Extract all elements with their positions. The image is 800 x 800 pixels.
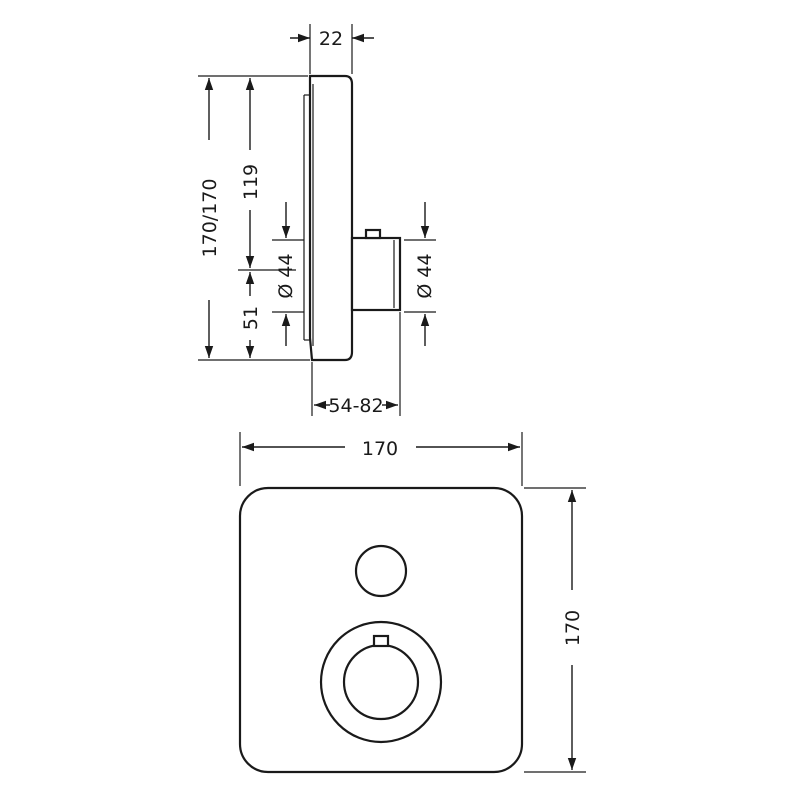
front-view: 170 170 (238, 432, 586, 774)
dim-diameter-right: Ø 44 (414, 253, 436, 298)
dim-22: 22 (319, 28, 343, 50)
dim-54-82: 54-82 (328, 395, 383, 417)
dim-width-170: 170 (362, 438, 398, 460)
dim-170-170: 170/170 (199, 179, 221, 258)
cover-plate-side (308, 74, 354, 362)
dim-diameter-left: Ø 44 (275, 253, 297, 298)
dim-51: 51 (240, 306, 262, 330)
valve-body-side (350, 236, 402, 312)
dim-height-170: 170 (562, 610, 584, 646)
select-button (354, 544, 408, 598)
thermostat-knob (342, 643, 420, 721)
side-view: 22 170/170 119 51 Ø 44 Ø 44 5 (198, 24, 436, 417)
knob-marker (372, 634, 390, 648)
dim-119: 119 (240, 164, 262, 200)
